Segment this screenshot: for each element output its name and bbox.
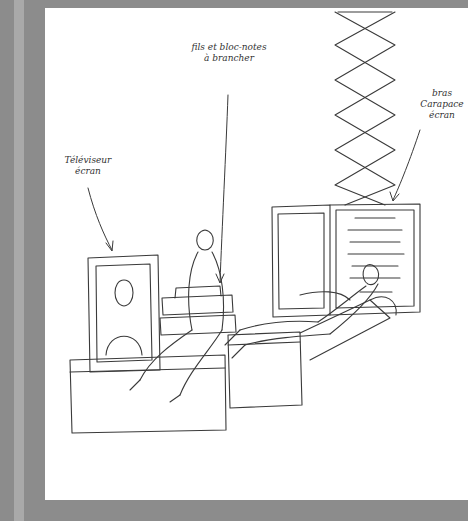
sketch-annotation: fils et bloc-notes à brancher bbox=[188, 42, 270, 64]
sketch-annotation: Téléviseur écran bbox=[52, 155, 124, 177]
sketch-annotation: bras Carapace écran bbox=[420, 88, 464, 120]
